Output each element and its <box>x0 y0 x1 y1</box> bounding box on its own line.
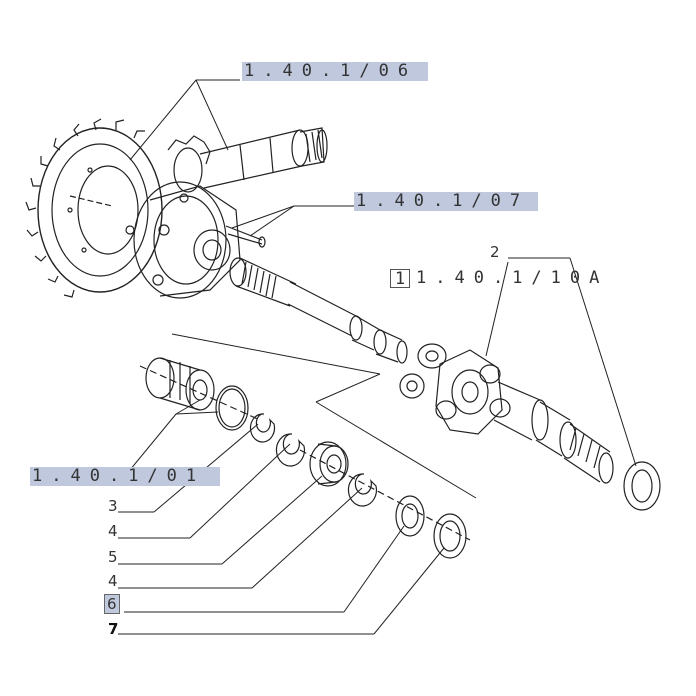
reference-text: 1.40.1/07 <box>356 191 530 211</box>
spacer-6 <box>395 495 425 537</box>
reference-text: 1.40.1/01 <box>32 466 206 486</box>
half-shaft <box>229 257 408 364</box>
circlip-3 <box>249 413 276 443</box>
reference-label-right[interactable]: 1.40.1/07 <box>354 192 538 211</box>
callout-2: 2 <box>490 243 500 261</box>
callout-7: 7 <box>108 620 119 638</box>
callout-6-text: 6 <box>104 594 120 614</box>
reference-label-middle[interactable]: 1.40.1/10A <box>414 269 616 288</box>
reference-prefix-box: 1 <box>390 269 410 289</box>
circlip-4b <box>347 473 378 507</box>
reference-label-left[interactable]: 1.40.1/01 <box>30 467 220 486</box>
differential-carrier <box>125 181 266 299</box>
output-shaft <box>535 401 614 484</box>
seal-ring <box>623 461 661 511</box>
bearing-5 <box>309 441 349 487</box>
reference-text: 1.40.1/10A <box>416 268 609 288</box>
reference-label-top[interactable]: 1.40.1/06 <box>242 62 428 81</box>
callout-6: 6 <box>104 594 120 614</box>
seal-7 <box>433 513 467 559</box>
circlip-4a <box>275 433 306 467</box>
reference-prefix-text: 1 <box>394 269 406 289</box>
pinion-shaft <box>167 127 328 193</box>
leader-lines <box>118 79 637 635</box>
universal-joint <box>399 343 549 441</box>
callout-5: 5 <box>108 548 118 566</box>
callout-4-first: 4 <box>108 522 118 540</box>
bearing-assembly <box>145 357 249 431</box>
reference-text: 1.40.1/06 <box>244 61 418 81</box>
callout-3: 3 <box>108 497 118 515</box>
callout-4-second: 4 <box>108 572 118 590</box>
ring-gear <box>25 118 163 298</box>
